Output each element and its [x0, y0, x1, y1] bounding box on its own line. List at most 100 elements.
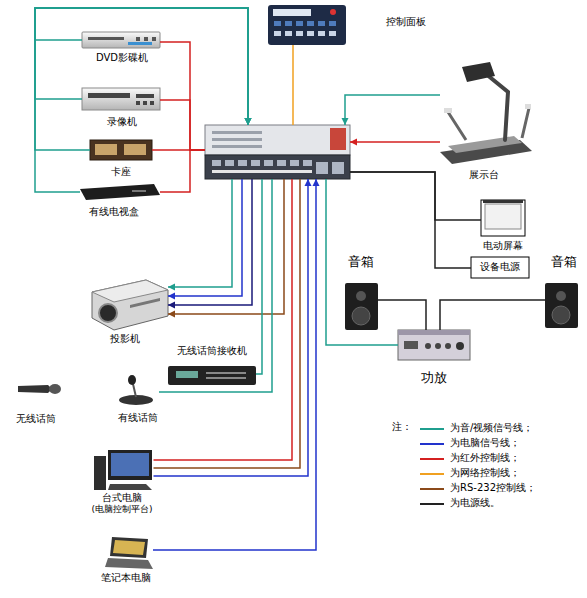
control-panel-body — [268, 5, 346, 45]
connector — [350, 172, 481, 220]
connector-line — [168, 179, 242, 296]
connector-line — [256, 179, 262, 374]
connector-line — [154, 179, 292, 460]
cassette-deck-node: 卡座 — [90, 140, 152, 178]
device-label: 有线电视盒 — [89, 206, 139, 218]
dvd-player-display — [128, 42, 152, 45]
arrow-head — [350, 139, 357, 146]
connector-line — [440, 300, 545, 330]
note-label-holder: 注： — [392, 421, 412, 433]
device-label: 展示台 — [469, 169, 499, 181]
connector-line — [153, 179, 316, 550]
device-label-holder: 录像机 — [107, 116, 137, 128]
cassette-deck-windows — [95, 144, 146, 155]
camera-head — [462, 62, 495, 82]
projector-vent — [130, 298, 160, 308]
connector-line — [35, 8, 248, 125]
connector-line — [154, 179, 308, 476]
connector-line — [378, 300, 426, 330]
projector-top — [92, 280, 168, 302]
control-panel-display — [273, 9, 311, 16]
legend-text-holder: 为网络控制线； — [450, 467, 520, 479]
controller-module — [330, 128, 346, 150]
legend-text: 为网络控制线； — [450, 467, 520, 479]
controller-ports — [212, 160, 344, 174]
device-label-holder: 功放 — [421, 370, 447, 386]
control-panel-keys — [274, 31, 336, 36]
device-label-holder: 设备电源 — [480, 261, 520, 273]
connector — [35, 8, 252, 192]
connector — [154, 179, 292, 460]
camera-lamps — [444, 104, 531, 113]
controller-strip — [212, 170, 312, 173]
camera-lamp-arms — [448, 108, 529, 140]
pc-monitor — [108, 450, 152, 480]
device-label: (电脑控制平台) — [91, 504, 152, 515]
receiver-details — [206, 372, 246, 379]
note-label: 注： — [392, 421, 412, 433]
legend-text-holder: 为红外控制线； — [450, 452, 520, 464]
connector-line — [154, 179, 300, 468]
arrow-head — [245, 118, 252, 125]
legend-text: 为音/视频信号线； — [450, 422, 533, 434]
device-label-holder: 无线话筒 — [16, 413, 56, 425]
arrow-head — [245, 118, 252, 125]
device-label-holder: 音箱 — [348, 254, 374, 270]
connector — [326, 179, 398, 345]
device-label-holder: 控制面板 — [386, 16, 426, 28]
dvd-player-body — [82, 32, 160, 48]
connector — [350, 139, 440, 146]
power-box-node: 设备电源 — [471, 257, 529, 278]
laptop-screen — [113, 540, 145, 555]
speaker-tweeter — [356, 291, 366, 301]
amplifier-meter — [404, 341, 418, 349]
device-label: 无线话筒 — [16, 413, 56, 425]
legend-swatch — [420, 473, 444, 475]
motorized-screen-node: 电动屏幕 — [481, 200, 525, 252]
device-label: 电动屏幕 — [483, 240, 523, 252]
cassette-deck-body — [90, 140, 152, 160]
device-label-holder: 投影机 — [110, 333, 140, 345]
connector — [440, 300, 545, 330]
wireless-receiver-node: 无线话筒接收机 — [168, 345, 256, 385]
connector-line — [345, 95, 440, 125]
central-controller-node — [205, 125, 350, 179]
wired-mic-head — [128, 375, 136, 385]
device-label-holder: 有线话筒 — [118, 412, 158, 424]
legend-text-holder: 为RS-232控制线； — [450, 482, 536, 494]
laptop-base — [105, 558, 153, 569]
connector-line — [292, 45, 294, 125]
connector — [154, 179, 300, 468]
device-label-holder: 卡座 — [111, 166, 131, 178]
power-box-frame — [471, 257, 529, 278]
device-label-holder: DVD影碟机 — [96, 52, 148, 64]
screen-frame — [481, 200, 525, 236]
connector — [160, 100, 205, 150]
camera-arm — [486, 74, 508, 140]
legend-text: 为电源线。 — [450, 497, 500, 509]
control-panel-keys — [274, 21, 336, 26]
dvd-player-node: DVD影碟机 — [82, 32, 160, 64]
legend-swatch — [420, 428, 444, 430]
connector — [168, 179, 232, 291]
camera-plate — [448, 136, 522, 153]
controller-top — [205, 125, 350, 155]
speaker-woofer — [552, 306, 570, 324]
device-label-holder: 音箱 — [551, 254, 577, 270]
document-camera-node: 展示台 — [440, 62, 532, 181]
connector — [168, 179, 252, 309]
screen-surface — [485, 204, 521, 229]
connector — [168, 179, 284, 318]
speaker-node: 音箱 — [345, 254, 378, 330]
legend-swatch — [420, 488, 444, 490]
device-label: 台式电脑 — [102, 492, 142, 504]
amplifier-knob — [456, 342, 464, 350]
wireless-mic-node: 无线话筒 — [15, 383, 61, 425]
device-label-holder: 无线话筒接收机 — [177, 345, 247, 357]
connector — [168, 179, 242, 300]
amplifier-knob — [445, 343, 451, 349]
pc-tower — [94, 456, 106, 490]
connector-line — [35, 8, 248, 150]
